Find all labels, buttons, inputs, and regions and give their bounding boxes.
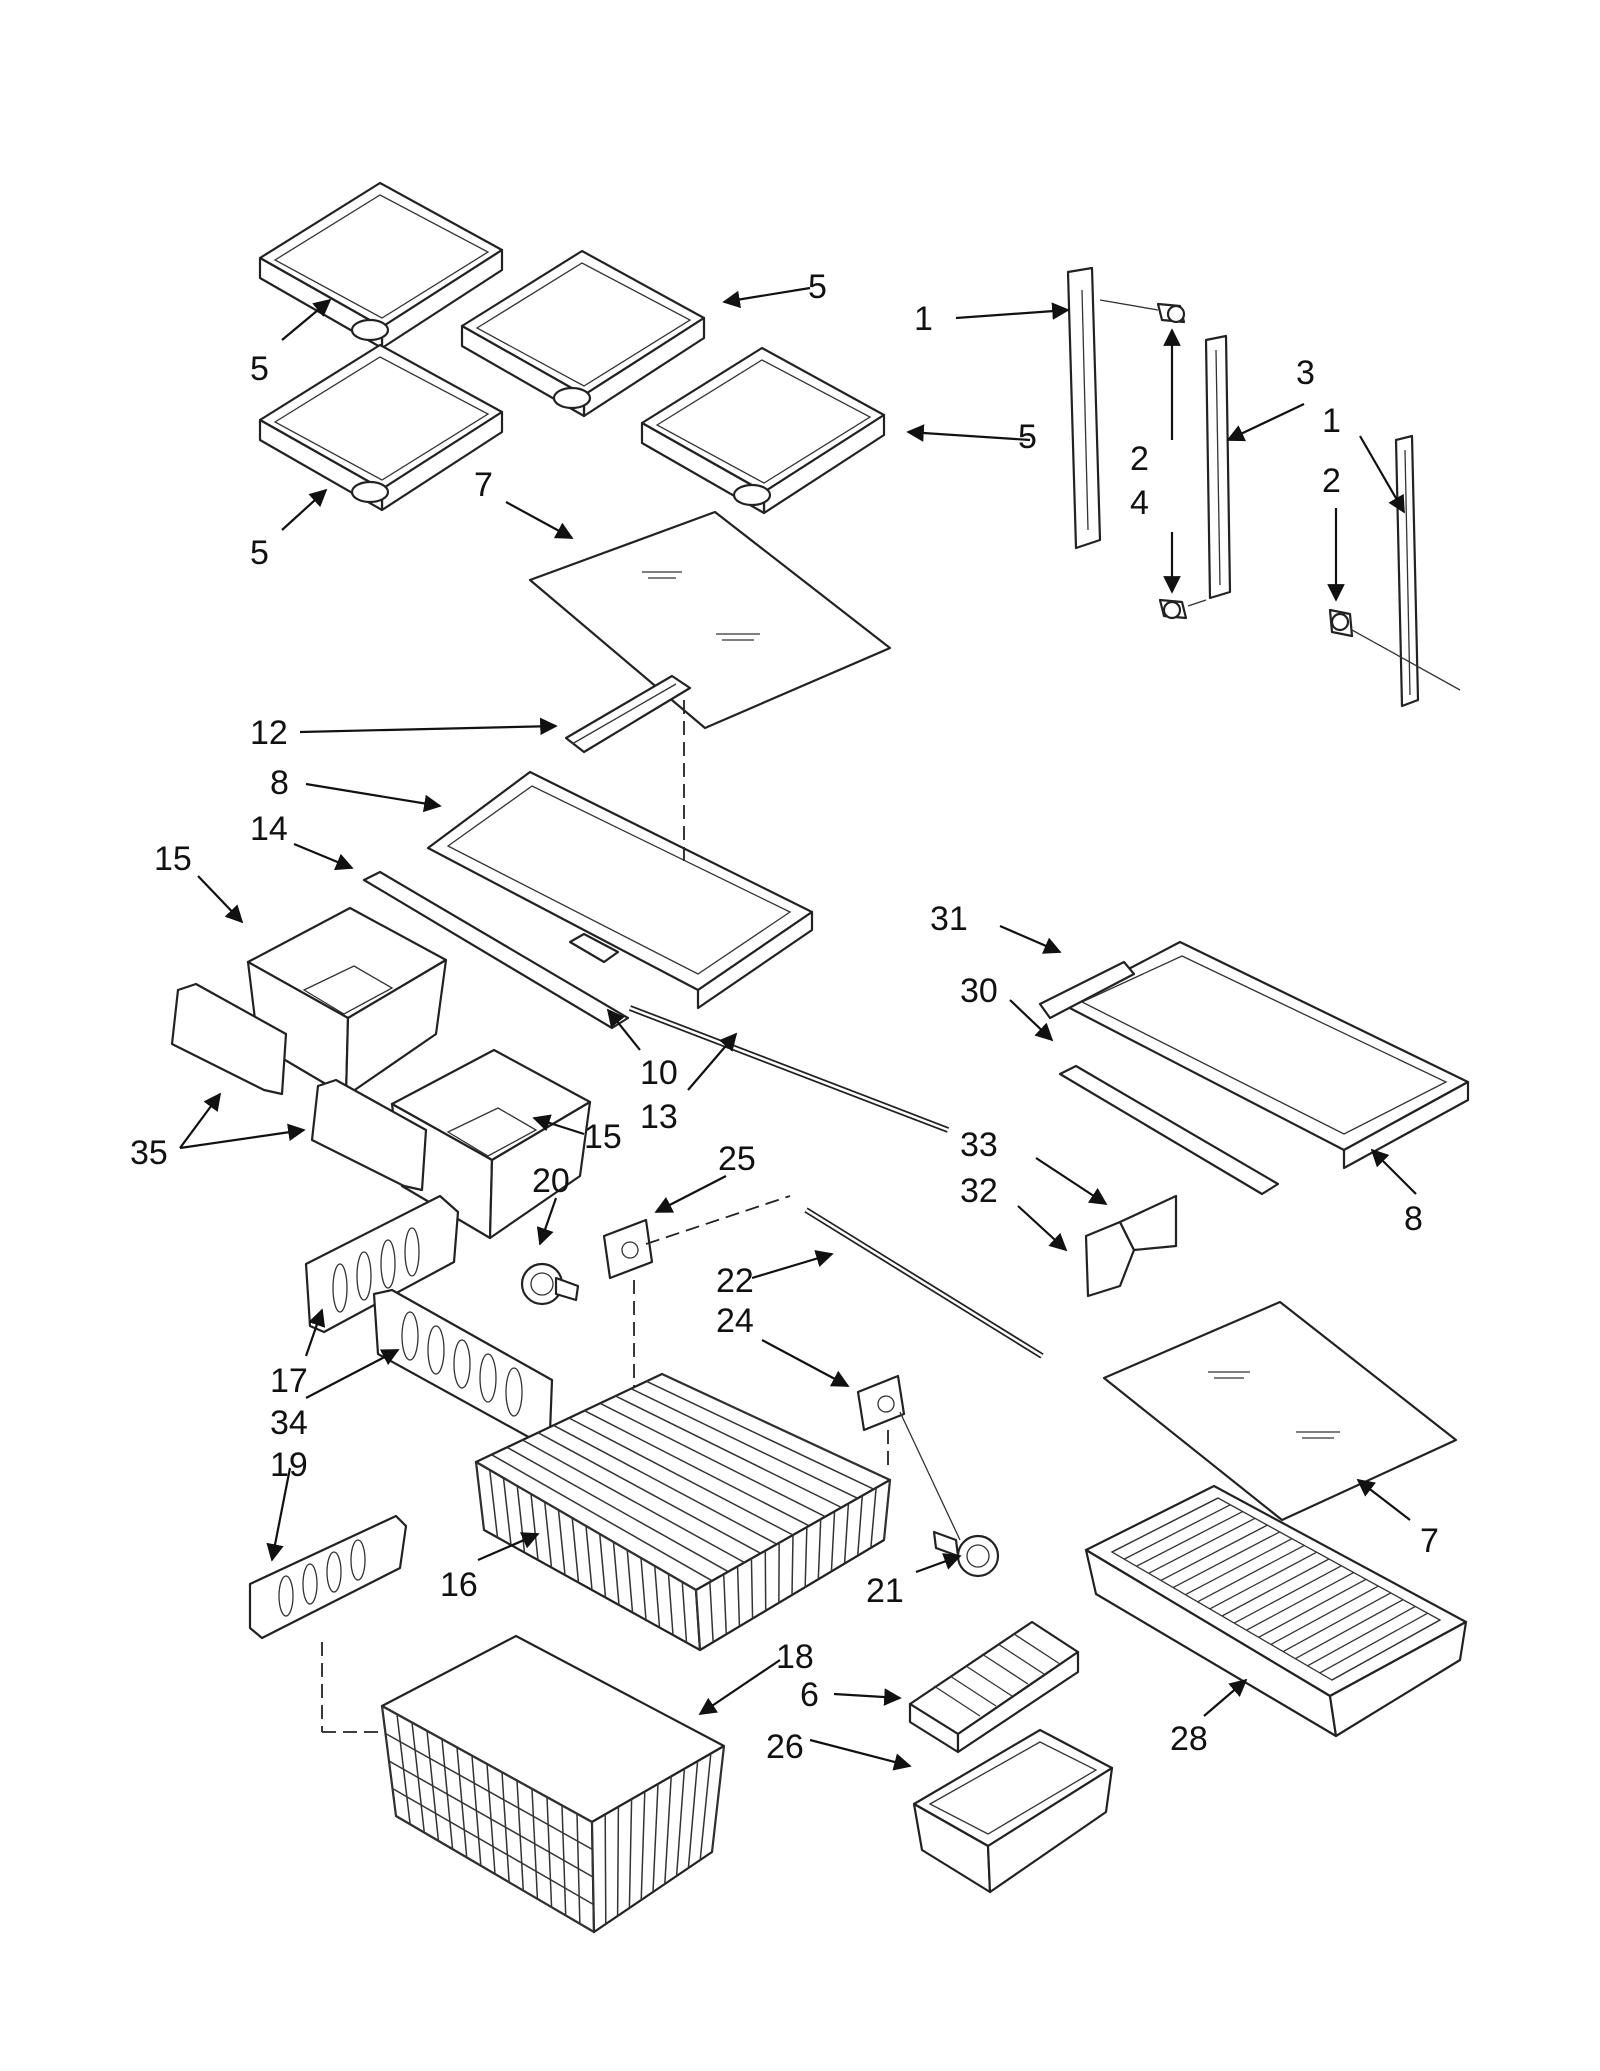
callout-8: 8 [1404, 1200, 1423, 1238]
glass-shelf-right [1102, 1300, 1458, 1522]
callout-8: 8 [270, 764, 289, 802]
ice-storage-bin [912, 1728, 1114, 1894]
callout-33: 33 [960, 1126, 998, 1164]
callout-28: 28 [1170, 1720, 1208, 1758]
drawer-handle-upper [170, 982, 288, 1096]
callout-7: 7 [474, 466, 493, 504]
callout-1: 1 [1322, 402, 1341, 440]
callout-22: 22 [716, 1262, 754, 1300]
callout-17: 17 [270, 1362, 308, 1400]
callout-5: 5 [1018, 418, 1037, 456]
callout-30: 30 [960, 972, 998, 1010]
callout-2: 2 [1130, 440, 1149, 478]
callout-4: 4 [1130, 484, 1149, 522]
screw-3 [1328, 608, 1354, 638]
callout-25: 25 [718, 1140, 756, 1178]
shelf-rail-left [1066, 266, 1102, 550]
callout-15: 15 [584, 1118, 622, 1156]
callout-6: 6 [800, 1676, 819, 1714]
callout-3: 3 [1296, 354, 1315, 392]
door-bin-bottom-left [258, 343, 504, 512]
screw-1 [1156, 302, 1186, 324]
rod-22 [804, 1207, 1044, 1359]
glass-shelf-top [528, 510, 892, 730]
callout-16: 16 [440, 1566, 478, 1604]
callout-12: 12 [250, 714, 288, 752]
clip-31 [1038, 960, 1136, 1020]
meat-drawer [1084, 1484, 1468, 1738]
divider-19 [248, 1514, 408, 1640]
ice-cube-tray [908, 1620, 1080, 1754]
callout-labels: 5 5 5 5 7 1 2 4 3 1 2 12 8 14 15 10 13 3… [130, 268, 1439, 1766]
front-trim-30 [1058, 1064, 1280, 1196]
callout-34: 34 [270, 1404, 308, 1442]
callout-2: 2 [1322, 462, 1341, 500]
bracket-32-33 [1084, 1194, 1178, 1298]
callout-18: 18 [776, 1638, 814, 1676]
slide-bracket-25 [602, 1218, 654, 1280]
drawer-handle-lower [310, 1078, 428, 1192]
callout-19: 19 [270, 1446, 308, 1484]
leader-lines [179, 286, 1417, 1771]
callout-31: 31 [930, 900, 968, 938]
callout-20: 20 [532, 1162, 570, 1200]
callout-24: 24 [716, 1302, 754, 1340]
wire-basket-18 [380, 1634, 726, 1934]
callout-14: 14 [250, 810, 288, 848]
shelf-frame-right [1060, 940, 1470, 1170]
rod-13 [628, 1005, 950, 1133]
callout-13: 13 [640, 1098, 678, 1136]
gear-21 [932, 1530, 1000, 1578]
door-bin-top-right [460, 249, 706, 418]
callout-5: 5 [250, 350, 269, 388]
callout-10: 10 [640, 1054, 678, 1092]
shelf-rail-center [1204, 334, 1232, 600]
callout-5: 5 [250, 534, 269, 572]
front-trim-14 [362, 870, 630, 1030]
callout-15: 15 [154, 840, 192, 878]
slide-12 [564, 674, 692, 754]
door-bin-bottom-right [640, 346, 886, 515]
callout-35: 35 [130, 1134, 168, 1172]
callout-1: 1 [914, 300, 933, 338]
callout-5: 5 [808, 268, 827, 306]
callout-21: 21 [866, 1572, 904, 1610]
wire-basket-16 [474, 1372, 892, 1652]
slide-bracket-24 [856, 1374, 906, 1432]
shelf-frame-center [426, 770, 814, 1010]
gear-20 [520, 1262, 580, 1306]
screw-2 [1158, 598, 1188, 620]
divider-34 [372, 1288, 554, 1442]
callout-32: 32 [960, 1172, 998, 1210]
bracket-10 [568, 932, 620, 964]
callout-7: 7 [1420, 1522, 1439, 1560]
callout-26: 26 [766, 1728, 804, 1766]
